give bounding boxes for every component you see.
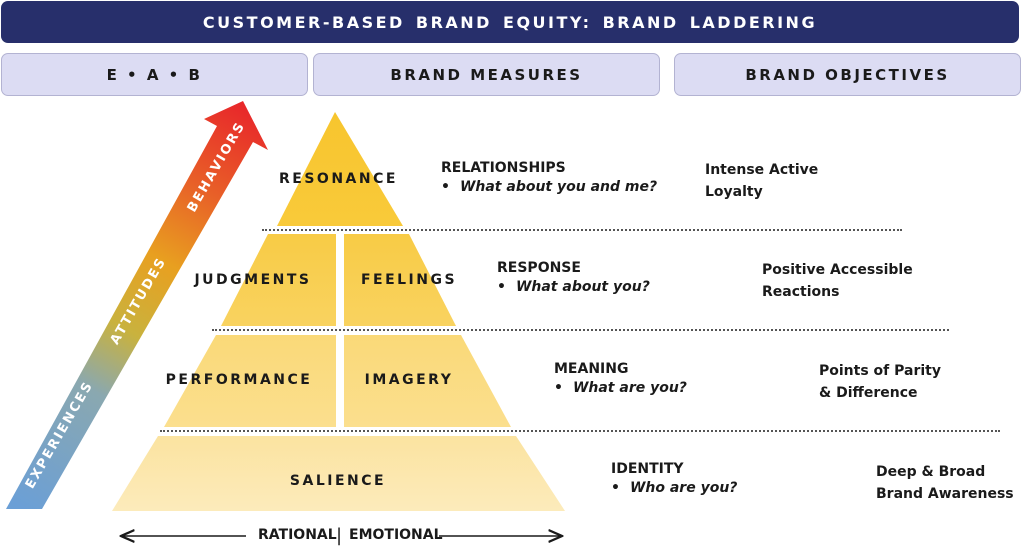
- objective-awareness: Deep & Broad Brand Awareness: [876, 461, 1014, 505]
- axis-rational-label: RATIONAL: [258, 527, 337, 543]
- tier-imagery: [344, 335, 511, 427]
- measure-title: RELATIONSHIPS: [441, 160, 566, 176]
- measure-question: •What are you?: [554, 380, 687, 396]
- header-brand-objectives: BRAND OBJECTIVES: [674, 53, 1021, 96]
- page-title: CUSTOMER-BASED BRAND EQUITY: BRAND LADDE…: [1, 1, 1019, 43]
- objective-line: Loyalty: [705, 184, 763, 200]
- objective-reactions: Positive Accessible Reactions: [762, 259, 913, 303]
- eab-arrow-shape: [6, 101, 268, 509]
- header-brand-measures: BRAND MEASURES: [313, 53, 660, 96]
- label-imagery: IMAGERY: [364, 372, 454, 388]
- objective-loyalty: Intense Active Loyalty: [705, 159, 818, 203]
- measure-title: MEANING: [554, 361, 629, 377]
- axis-emotional-label: EMOTIONAL: [349, 527, 443, 543]
- tier-salience: [112, 436, 565, 511]
- tier-feelings: [344, 234, 456, 326]
- divider-2: [212, 329, 949, 331]
- label-resonance: RESONANCE: [279, 171, 398, 187]
- measure-relationships: RELATIONSHIPS •What about you and me?: [441, 160, 657, 195]
- label-salience: SALIENCE: [289, 473, 387, 489]
- objective-line: Points of Parity: [819, 363, 941, 379]
- label-feelings: FEELINGS: [360, 272, 458, 288]
- objective-line: Reactions: [762, 284, 840, 300]
- measure-title: IDENTITY: [611, 461, 684, 477]
- objective-line: & Difference: [819, 385, 918, 401]
- objective-parity-difference: Points of Parity & Difference: [819, 360, 941, 404]
- label-performance: PERFORMANCE: [165, 372, 313, 388]
- objective-line: Deep & Broad: [876, 464, 986, 480]
- measure-response: RESPONSE •What about you?: [497, 260, 650, 295]
- measure-title: RESPONSE: [497, 260, 581, 276]
- axis-separator: |: [336, 525, 343, 546]
- divider-3: [160, 430, 1000, 432]
- measure-identity: IDENTITY •Who are you?: [611, 461, 737, 496]
- objective-line: Positive Accessible: [762, 262, 913, 278]
- tier-judgments: [221, 234, 336, 326]
- objective-line: Intense Active: [705, 162, 819, 178]
- objective-line: Brand Awareness: [876, 486, 1014, 502]
- measure-meaning: MEANING •What are you?: [554, 361, 687, 396]
- label-judgments: JUDGMENTS: [194, 272, 312, 288]
- tier-performance: [164, 335, 336, 427]
- divider-1: [262, 229, 902, 231]
- tier-resonance: [277, 112, 403, 226]
- measure-question: •What about you and me?: [441, 179, 658, 195]
- measure-question: •Who are you?: [611, 480, 738, 496]
- header-eab: E • A • B: [1, 53, 308, 96]
- measure-question: •What about you?: [497, 279, 650, 295]
